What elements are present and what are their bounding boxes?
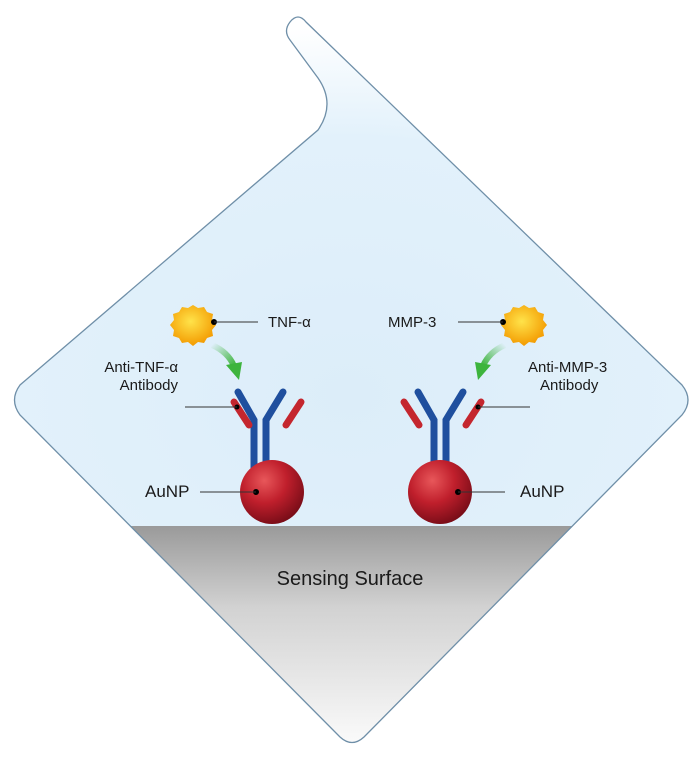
mmp3-label: MMP-3 [388, 314, 436, 331]
tnf-alpha-molecule-icon [170, 305, 216, 346]
anti-mmp3-label-line2: Antibody [540, 377, 599, 394]
arrow-head-icon [475, 362, 491, 380]
gold-nanoparticle-icon [240, 460, 304, 524]
right-assembly: MMP-3 Anti-MMP-3 Antibody AuNP [388, 305, 607, 524]
anti-tnf-label-line2: Antibody [120, 377, 179, 394]
diamond-outline [13, 16, 689, 744]
aunp-label-right: AuNP [520, 482, 564, 501]
surface-label: Sensing Surface [277, 568, 424, 590]
anti-tnf-label-line1: Anti-TNF-α [104, 359, 178, 376]
anti-mmp3-label-line1: Anti-MMP-3 [528, 359, 607, 376]
mmp3-molecule-icon [501, 305, 547, 346]
arrow-head-icon [226, 362, 242, 380]
gold-nanoparticle-icon [408, 460, 472, 524]
solution-region [14, 17, 688, 526]
left-assembly: TNF-α Anti-TNF-α Antibody AuNP [104, 305, 311, 524]
sensing-surface [14, 526, 688, 743]
aunp-label-left: AuNP [145, 482, 189, 501]
tnf-alpha-label: TNF-α [268, 314, 311, 331]
